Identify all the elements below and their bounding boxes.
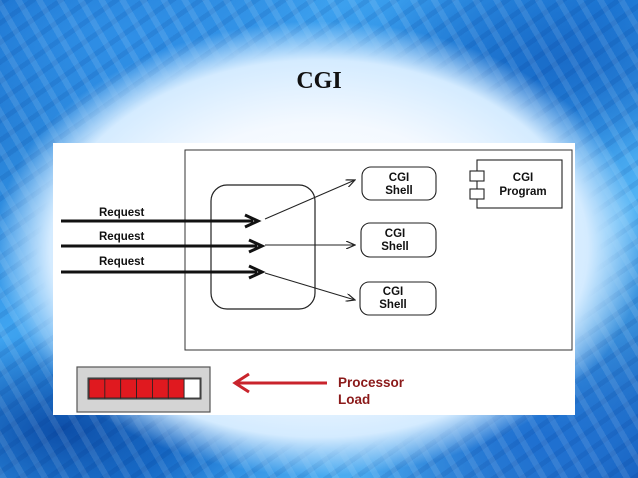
load-segment-filled	[120, 378, 137, 399]
dispatch-arrow	[264, 180, 355, 220]
load-segment-filled	[152, 378, 169, 399]
load-segment-filled	[167, 378, 185, 399]
request-label: Request	[99, 231, 145, 243]
svg-text:CGI: CGI	[385, 228, 405, 240]
dispatch-arrow	[264, 272, 355, 300]
cgi-shell: CGI Shell	[360, 222, 437, 258]
slide-title: CGI	[296, 68, 342, 94]
request-arrow	[61, 264, 266, 280]
load-segments	[88, 378, 201, 399]
svg-text:CGI: CGI	[513, 172, 533, 184]
cgi-diagram: Request Request Request CGI Shell CGI Sh…	[53, 143, 575, 415]
request-label: Request	[99, 256, 145, 268]
component-port-icon	[469, 188, 485, 200]
cgi-shell: CGI Shell	[359, 281, 437, 316]
svg-text:Shell: Shell	[379, 299, 406, 311]
cgi-program-component: CGI Program	[469, 159, 563, 209]
svg-text:CGI: CGI	[383, 286, 403, 298]
load-segment-empty	[183, 378, 201, 399]
svg-text:CGI: CGI	[389, 172, 409, 184]
cgi-diagram-svg: Request Request Request CGI Shell CGI Sh…	[61, 149, 573, 413]
processor-load-meter	[76, 366, 211, 413]
request-arrow	[61, 238, 266, 254]
cgi-shell: CGI Shell	[361, 166, 437, 201]
load-segment-filled	[136, 378, 153, 399]
component-port-icon	[469, 170, 485, 182]
load-segment-filled	[104, 378, 122, 399]
request-label: Request	[99, 207, 145, 219]
load-segment-filled	[88, 378, 106, 399]
svg-text:Shell: Shell	[385, 185, 412, 197]
processor-load-label: Processor	[338, 375, 405, 390]
processor-load-arrow	[232, 372, 327, 394]
svg-text:Shell: Shell	[381, 241, 408, 253]
processor-load-label: Load	[338, 392, 370, 407]
request-arrow	[61, 213, 262, 229]
svg-text:Program: Program	[499, 186, 546, 198]
